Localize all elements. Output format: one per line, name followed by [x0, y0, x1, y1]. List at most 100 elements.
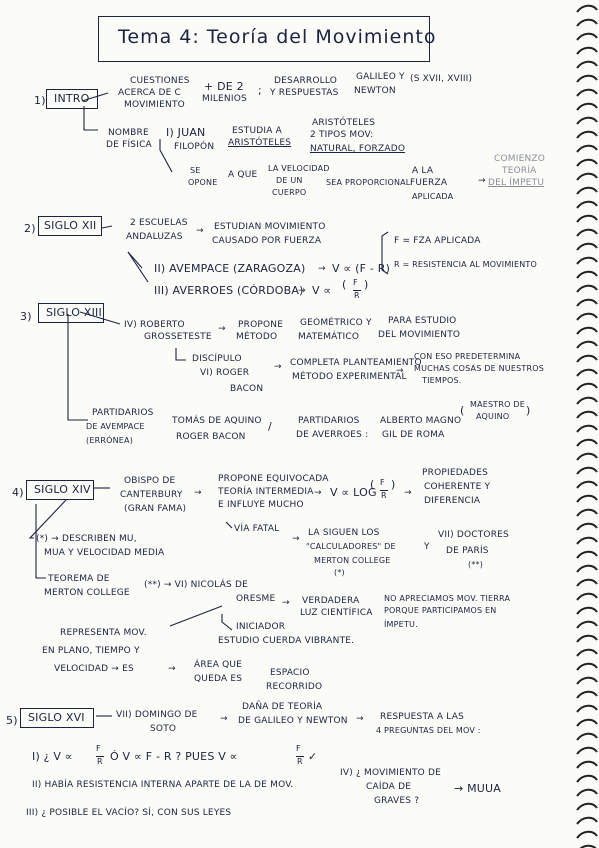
- arrow: →: [292, 534, 300, 544]
- arrow: →: [220, 714, 228, 724]
- section-label: INTRO: [54, 92, 90, 105]
- note-text: Teorema de: [48, 574, 110, 584]
- section-label: Siglo XIV: [34, 483, 91, 496]
- note-text: estudia a: [232, 126, 283, 136]
- arrow: →: [196, 226, 204, 236]
- section-box-intro: [46, 89, 98, 109]
- note-text: y respuestas: [270, 88, 339, 98]
- spiral-coil: [579, 844, 597, 848]
- note-text: queda es: [194, 674, 243, 684]
- note-text: VI) Roger: [200, 368, 250, 378]
- note-text: área que: [194, 660, 243, 670]
- spiral-coil: [576, 228, 598, 237]
- spiral-coil: [576, 298, 598, 307]
- note-text: sea proporcional: [326, 178, 411, 187]
- spiral-coil: [576, 522, 598, 531]
- note-text: F = fza aplicada: [394, 236, 481, 246]
- note-text: verdadera: [302, 596, 360, 606]
- question-2: ii) Había resistencia interna aparte de …: [32, 780, 294, 790]
- question-4-answer: → MUUA: [454, 782, 502, 795]
- note-text: de Averroes :: [296, 430, 369, 440]
- note-text: causado por fuerza: [212, 236, 322, 246]
- note-text: Aristóteles: [312, 118, 376, 128]
- note-text: cuerpo: [272, 188, 307, 197]
- note-text: Grosseteste: [144, 332, 212, 342]
- spiral-coil: [576, 214, 598, 223]
- section-box-s14: [26, 480, 94, 500]
- note-text: Filopón: [174, 142, 215, 152]
- spiral-coil: [576, 46, 598, 55]
- spiral-coil: [576, 802, 598, 811]
- formula-close-paren: ): [391, 478, 396, 491]
- note-text: porque participamos en: [384, 606, 497, 615]
- note-text: método experimental: [292, 372, 407, 382]
- spiral-coil: [576, 354, 598, 363]
- note-text: Maestro de: [470, 400, 526, 409]
- spiral-coil: [576, 312, 598, 321]
- note-text: Merton College: [314, 556, 391, 565]
- spiral-coil: [576, 578, 598, 587]
- note-text: del movimiento: [378, 330, 461, 340]
- note-text: vía fatal: [234, 524, 280, 534]
- note-text: Merton College: [44, 588, 130, 598]
- note-text: (s XVII, XVIII): [410, 74, 473, 84]
- note-text: + de 2: [204, 80, 244, 93]
- title-box: [98, 16, 430, 62]
- spiral-coil: [576, 410, 598, 419]
- spiral-coil: [576, 18, 598, 27]
- note-text: VII) Domingo de: [116, 710, 198, 720]
- formula-numerator: F: [380, 478, 385, 487]
- note-text: Desarrollo: [274, 76, 338, 86]
- formula: V ∝ log: [330, 486, 377, 499]
- note-text: Representa mov.: [60, 628, 147, 638]
- note-text: de física: [106, 140, 152, 150]
- note-text: con eso predetermina: [414, 352, 521, 361]
- note-text: (**) → VI) Nicolás de: [144, 580, 248, 590]
- section-box-s16: [20, 708, 94, 728]
- spiral-coil: [576, 284, 598, 293]
- note-text: Comienzo: [494, 154, 546, 164]
- question-1-middle: ó V ∝ F - R ? Pues V ∝: [110, 750, 238, 763]
- note-text: propiedades: [422, 468, 488, 478]
- section-number: 4): [12, 486, 24, 499]
- note-text: aplicada: [412, 192, 454, 201]
- note-text: no apreciamos mov. Tierra: [384, 594, 511, 603]
- spiral-coil: [576, 186, 598, 195]
- arrow: →: [194, 488, 202, 498]
- note-text: a que: [228, 170, 258, 180]
- formula-denominator: R: [96, 756, 104, 766]
- spiral-coil: [576, 74, 598, 83]
- spiral-coil: [576, 662, 598, 671]
- question-1-start: i) ¿ V ∝: [32, 750, 73, 763]
- note-text: Newton: [354, 86, 396, 96]
- note-text: (*) → describen MU,: [36, 534, 137, 544]
- arrow: →: [218, 324, 226, 334]
- separator: /: [268, 420, 272, 433]
- formula-open-paren: (: [342, 278, 347, 291]
- formula: V ∝: [312, 284, 332, 297]
- note-text: Canterbury: [120, 490, 183, 500]
- spiral-coil: [576, 382, 598, 391]
- spiral-coil: [576, 816, 598, 825]
- section-box-s13: [38, 303, 104, 323]
- note-text: acerca de c: [118, 88, 182, 98]
- note-text: luz científica: [300, 608, 373, 618]
- note-text: e influye mucho: [218, 500, 304, 510]
- spiral-coil: [576, 830, 598, 839]
- note-text: (*): [334, 568, 345, 577]
- note-text: de Galileo y Newton: [238, 716, 348, 726]
- note-text: Alberto Magno: [380, 416, 462, 426]
- spiral-coil: [576, 718, 598, 727]
- note-text: Roger Bacon: [176, 432, 246, 442]
- formula-open-paren: (: [370, 478, 375, 491]
- page-title: Tema 4: Teoría del Movimiento: [118, 26, 437, 48]
- spiral-coil: [576, 200, 598, 209]
- formula-numerator: F: [296, 744, 301, 753]
- note-text: espacio: [270, 668, 310, 678]
- note-text: R = resistencia al movimiento: [394, 260, 538, 269]
- note-text: diferencia: [424, 496, 481, 506]
- note-text: teoría: [502, 166, 537, 176]
- note-text: de Avempace: [86, 422, 145, 431]
- note-text: se: [190, 166, 201, 175]
